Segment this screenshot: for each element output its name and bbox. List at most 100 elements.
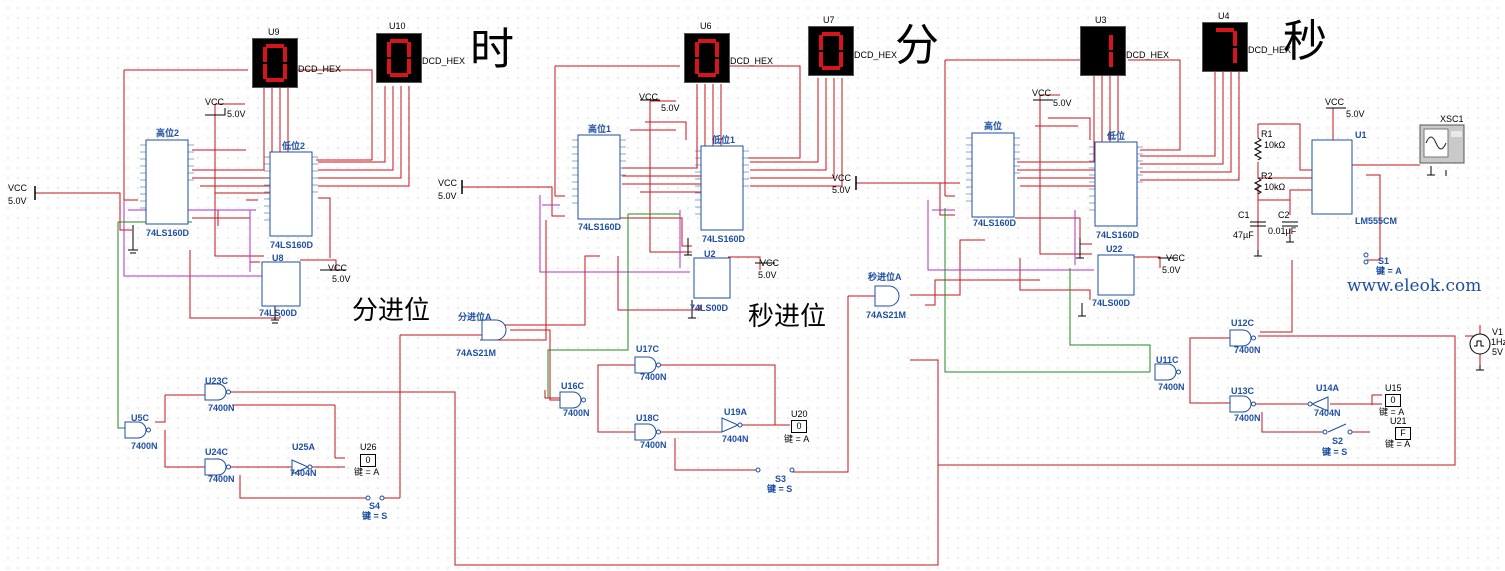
counter-part-sec-high: 74LS160D bbox=[973, 218, 1017, 228]
gate-ref-u13c: U13C bbox=[1231, 386, 1255, 396]
vcc-value-7: 5.0V bbox=[832, 185, 851, 195]
r2-value: 10kΩ bbox=[1264, 182, 1286, 192]
and-part-second: 74AS21M bbox=[866, 310, 907, 320]
watermark: www.eleok.com bbox=[1347, 276, 1482, 296]
probe-key-u26: 键 = A bbox=[354, 467, 380, 477]
inv-part-u14a: 7404N bbox=[1314, 408, 1341, 418]
and-name-second: 秒进位A bbox=[868, 272, 902, 282]
probe-u15: 0 bbox=[1385, 394, 1401, 407]
gate-ref-u12c: U12C bbox=[1231, 318, 1255, 328]
counter-part-sec-low: 74LS160D bbox=[1096, 230, 1140, 240]
inv-part-u25a: 7404N bbox=[290, 468, 317, 478]
title-hour: 时 bbox=[470, 24, 514, 75]
black-wires bbox=[128, 99, 1484, 371]
gate-part-u11c: 7400N bbox=[1158, 382, 1185, 392]
title-minute: 分 bbox=[895, 20, 939, 71]
vcc-value-2: 5.0V bbox=[227, 109, 246, 119]
title-carry-minute: 分进位 bbox=[352, 296, 431, 326]
probe-u21: F bbox=[1395, 427, 1411, 440]
switch-ref-s2: S2 bbox=[1332, 436, 1344, 446]
c2-value: 0.01µF bbox=[1268, 226, 1297, 236]
instruments bbox=[1419, 124, 1491, 355]
chip-part-u22: 74LS00D bbox=[1092, 298, 1131, 308]
display-type-u10: DCD_HEX bbox=[422, 56, 466, 66]
display-u3 bbox=[1080, 26, 1126, 76]
title-second: 秒 bbox=[1283, 16, 1327, 67]
gate-part-u23c: 7400N bbox=[208, 403, 235, 413]
probe-ref-u20: U20 bbox=[791, 409, 808, 419]
chip-ref-u2: U2 bbox=[704, 249, 716, 259]
display-ref-u10: U10 bbox=[389, 21, 406, 31]
display-u9 bbox=[252, 38, 298, 88]
gate-ref-u5c: U5C bbox=[131, 413, 150, 423]
probe-ref-u26: U26 bbox=[360, 442, 377, 452]
gate-part-u5c: 7400N bbox=[131, 441, 158, 451]
probe-ref-u21: U21 bbox=[1390, 416, 1407, 426]
gate-ref-u24c: U24C bbox=[205, 447, 229, 457]
probe-u26: 0 bbox=[360, 454, 376, 467]
ic-bodies bbox=[145, 132, 1353, 307]
vcc-label-6: VCC bbox=[760, 258, 780, 268]
gate-part-u13c: 7400N bbox=[1234, 413, 1261, 423]
inv-ref-u14a: U14A bbox=[1316, 383, 1340, 393]
chip-part-u2: 74LS00D bbox=[690, 303, 729, 313]
title-carry-second: 秒进位 bbox=[748, 302, 827, 332]
ic-pins bbox=[140, 137, 1143, 221]
display-type-u7: DCD_HEX bbox=[854, 50, 898, 60]
display-ref-u6: U6 bbox=[700, 21, 712, 31]
display-type-u9: DCD_HEX bbox=[298, 64, 342, 74]
probe-key-u21: 键 = A bbox=[1385, 439, 1411, 449]
and-part-minute: 74AS21M bbox=[456, 348, 497, 358]
display-u4 bbox=[1202, 22, 1248, 72]
and-name-minute: 分进位A bbox=[458, 312, 492, 322]
chip-ref-u8: U8 bbox=[272, 253, 284, 263]
switch-key-s3[interactable]: 键 = S bbox=[767, 484, 793, 494]
c1-ref: C1 bbox=[1238, 210, 1250, 220]
gate-ref-u16c: U16C bbox=[561, 381, 585, 391]
gate-part-u18c: 7400N bbox=[640, 440, 667, 450]
counter-part-min-high: 74LS160D bbox=[578, 222, 622, 232]
counter-part-hour-low: 74LS160D bbox=[270, 240, 314, 250]
vcc-value-4: 5.0V bbox=[438, 191, 457, 201]
display-type-u4: DCD_HEX bbox=[1248, 45, 1292, 55]
vcc-label-1: VCC bbox=[8, 183, 28, 193]
gate-ref-u17c: U17C bbox=[636, 344, 660, 354]
source-freq: 1Hz bbox=[1491, 337, 1505, 347]
switch-ref-s4: S4 bbox=[369, 501, 381, 511]
vcc-label-8: VCC bbox=[1032, 88, 1052, 98]
vcc-value-1: 5.0V bbox=[8, 196, 27, 206]
gate-part-u24c: 7400N bbox=[208, 474, 235, 484]
display-u6 bbox=[684, 33, 730, 83]
counter-name-sec-high: 高位 bbox=[984, 121, 1003, 131]
c1-value: 47µF bbox=[1233, 230, 1254, 240]
green-wires bbox=[117, 208, 1151, 429]
scope-ref[interactable]: XSC1 bbox=[1440, 114, 1464, 124]
counter-name-min-low: 低位1 bbox=[712, 135, 736, 145]
switch-key-s1[interactable]: 键 = A bbox=[1376, 266, 1402, 276]
vcc-value-10: 5.0V bbox=[1346, 109, 1365, 119]
switch-key-s2[interactable]: 键 = S bbox=[1322, 447, 1348, 457]
source-volt: 5V bbox=[1492, 347, 1504, 357]
inv-part-u19a: 7404N bbox=[722, 434, 749, 444]
inv-ref-u19a: U19A bbox=[724, 407, 748, 417]
display-type-u3: DCD_HEX bbox=[1126, 50, 1170, 60]
purple-wires bbox=[123, 195, 1094, 277]
r1-value: 10kΩ bbox=[1264, 140, 1286, 150]
vcc-bars bbox=[34, 176, 857, 200]
switch-ref-s1: S1 bbox=[1378, 256, 1390, 266]
vcc-label-4: VCC bbox=[438, 178, 458, 188]
display-u7 bbox=[808, 26, 854, 76]
logic-gates bbox=[124, 285, 1329, 476]
vcc-label-5: VCC bbox=[639, 92, 659, 102]
counter-part-min-low: 74LS160D bbox=[702, 234, 746, 244]
display-ref-u3: U3 bbox=[1095, 15, 1107, 25]
probe-ref-u15: U15 bbox=[1385, 383, 1402, 393]
timer-part: LM555CM bbox=[1355, 216, 1398, 226]
probe-u20: 0 bbox=[791, 420, 807, 433]
display-u10 bbox=[376, 33, 422, 83]
display-ref-u9: U9 bbox=[268, 27, 280, 37]
probe-key-u20: 键 = A bbox=[784, 434, 810, 444]
switch-key-s4[interactable]: 键 = S bbox=[362, 511, 388, 521]
display-ref-u7: U7 bbox=[823, 15, 835, 25]
